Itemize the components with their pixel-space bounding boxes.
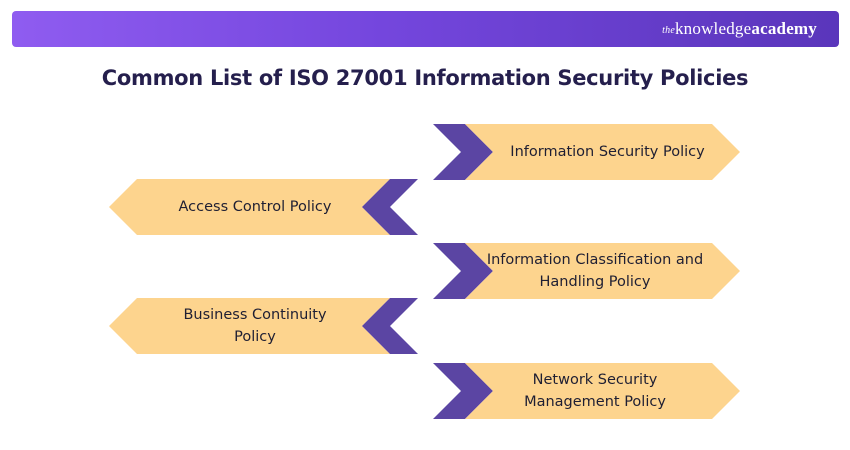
policy-arrow-3 <box>433 243 740 299</box>
header-banner: theknowledgeacademy <box>12 11 839 47</box>
policy-arrow-5 <box>433 363 740 419</box>
policy-arrow-2 <box>109 179 418 235</box>
policy-label-2: Access Control Policy <box>178 199 332 215</box>
page-title: Common List of ISO 27001 Information Sec… <box>101 66 749 90</box>
policy-label-4: Business Continuity Policy <box>183 307 327 345</box>
brand-logo: theknowledgeacademy <box>662 19 817 38</box>
policy-arrow-1 <box>433 124 740 180</box>
policy-label-5: Network Security Management Policy <box>524 372 666 410</box>
policy-label-1: Information Security Policy <box>510 144 705 160</box>
policy-arrow-4 <box>109 298 418 354</box>
policy-label-3: Information Classification and Handling … <box>486 252 704 290</box>
